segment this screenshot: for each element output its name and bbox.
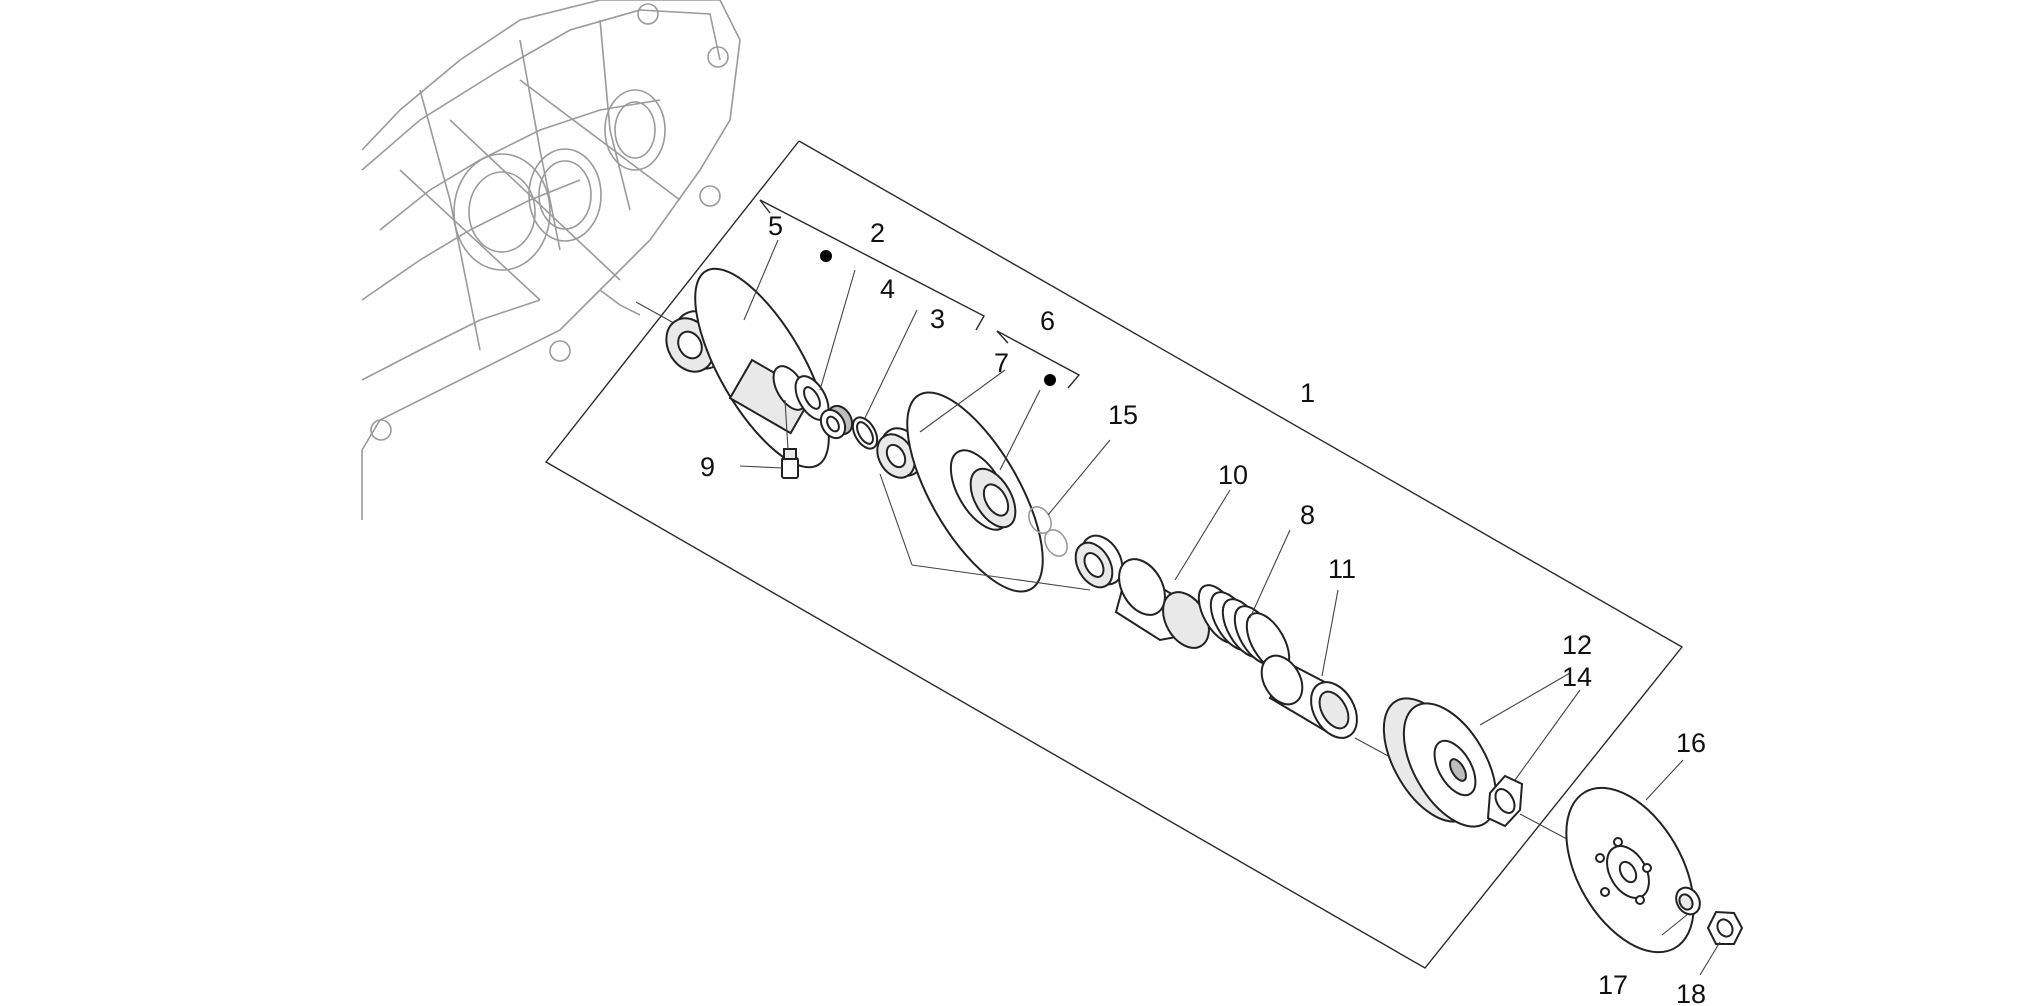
callout-label-12: 12 [1562,630,1592,660]
callout-label-8: 8 [1300,500,1315,530]
part-11-spacer [1260,654,1358,739]
callout-label-1: 1 [1300,378,1315,408]
callout-label-15: 15 [1108,400,1138,430]
callout-label-10: 10 [1218,460,1248,490]
subassembly-bracket-2 [759,199,985,331]
callout-label-6: 6 [1040,306,1055,336]
callout-leader-lines [739,239,1721,976]
part-17-washer [1675,886,1701,916]
callout-label-17: 17 [1598,970,1628,1000]
callout-label-14: 14 [1562,662,1592,692]
part-16-clutch-bell [1565,786,1695,954]
callout-label-7: 7 [994,348,1009,378]
part-4-bushing [819,404,854,440]
part-14-nut [1486,774,1524,828]
callout-label-16: 16 [1676,728,1706,758]
callout-label-18: 18 [1676,979,1706,1006]
callout-dot-2 [820,250,832,262]
callout-label-3: 3 [930,304,945,334]
needle-bearing [1074,534,1124,589]
part-6-leader-lines [879,473,1091,591]
callout-dot-6 [1044,374,1056,386]
part-12-clutch [1382,697,1498,828]
part-9-screw [781,448,799,479]
callout-label-11: 11 [1328,554,1356,584]
assembly-bracket-1 [544,140,1684,969]
callout-label-4: 4 [880,274,895,304]
part-10-sleeve [1114,558,1210,649]
part-3-ring [851,416,879,450]
callout-label-9: 9 [700,452,715,482]
part-2-fixed-pulley [694,267,830,469]
subassembly-bracket-6 [996,330,1081,389]
callout-label-5: 5 [768,211,783,241]
callout-labels: 1 2 3 4 5 6 7 8 9 10 11 12 14 15 16 17 1… [700,211,1706,1006]
callout-label-2: 2 [870,218,885,248]
part-18-nut [1706,910,1744,945]
part-6-movable-pulley [906,391,1044,593]
crankcase-housing [361,0,741,520]
